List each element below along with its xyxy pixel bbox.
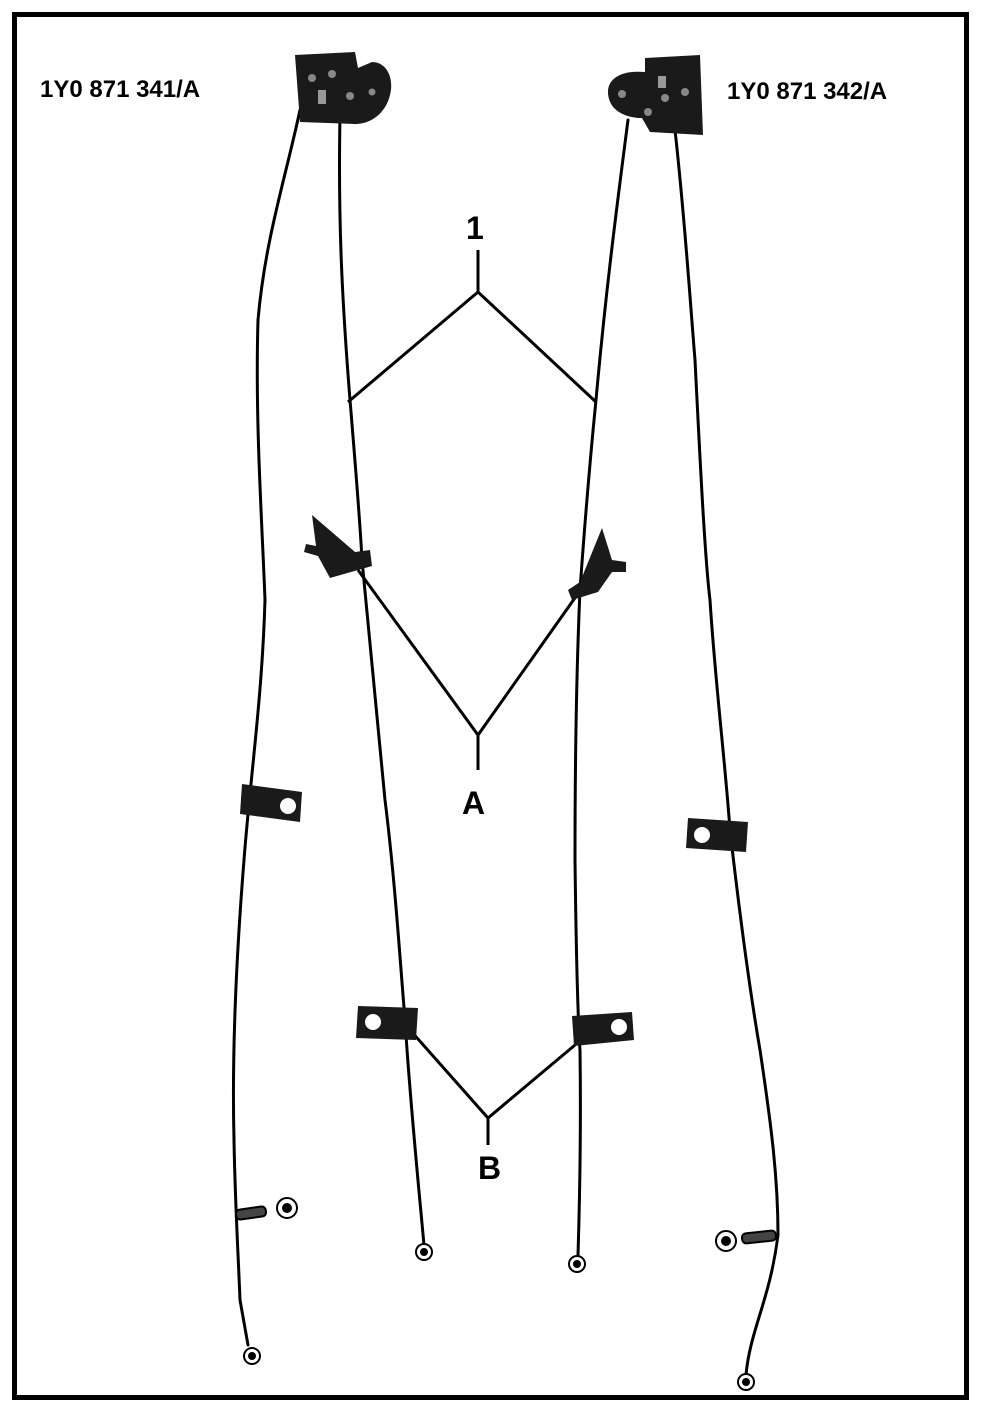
wire-right-outer [673,128,780,1377]
leader-lines [347,250,598,1145]
wires [231,108,780,1377]
connector-right [608,55,703,135]
wire-right-inner [573,118,630,1257]
tab-b-right [572,1012,634,1046]
wire-left-inner [337,113,426,1247]
terminal-right-branch [715,1229,778,1252]
part-number-right: 1Y0 871 342/A [727,78,888,105]
leader-a [356,569,579,738]
terminal-left-end [243,1347,261,1365]
tab-left-outer [240,784,302,822]
terminal-right-inner [568,1255,586,1273]
leader-b [408,1029,576,1121]
terminal-left-inner [415,1243,433,1261]
wire-left-outer [231,108,302,1347]
tab-right-outer [686,818,748,852]
terminal-left-branch [234,1197,298,1221]
ring-terminals [234,1197,778,1391]
clip-a-right [568,528,626,600]
diagram-frame [12,12,969,1400]
leader-1 [347,289,598,404]
part-number-left: 1Y0 871 341/A [40,76,201,103]
callout-label-1: 1 [466,210,484,246]
terminal-right-end [737,1373,755,1391]
connector-left [295,52,392,124]
clip-a-left [304,515,372,578]
callout-label-b: B [478,1150,502,1186]
callout-label-a: A [462,785,486,821]
tab-b-left [356,1006,418,1040]
